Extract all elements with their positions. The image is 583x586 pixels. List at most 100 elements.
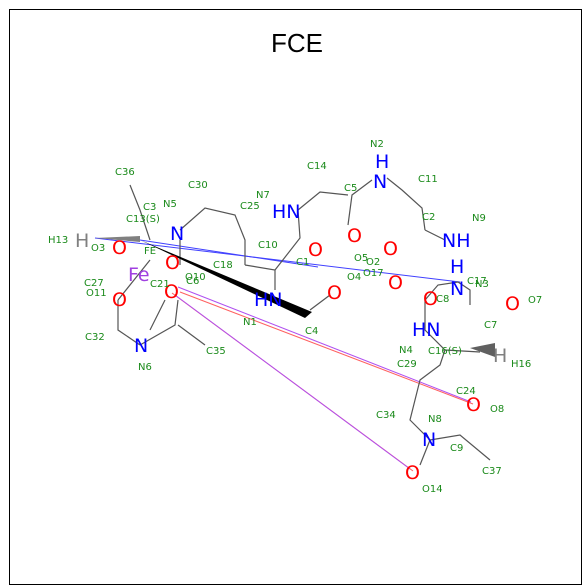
- oxygen-atom: O: [165, 252, 180, 274]
- bond: [139, 299, 179, 346]
- atom-label-c3: C3: [143, 202, 156, 213]
- bond: [386, 177, 426, 231]
- contact-line: [177, 286, 472, 403]
- atom-label-n4: N4: [399, 345, 413, 356]
- oxygen-atom: O: [388, 272, 403, 294]
- bond: [297, 191, 349, 211]
- diagram-frame: [9, 9, 582, 585]
- contact-line: [174, 294, 411, 470]
- bond: [347, 179, 373, 226]
- atom-label-n1: N1: [243, 317, 257, 328]
- nh-group: HN: [412, 319, 441, 341]
- hydrogen-atom: H: [75, 230, 89, 252]
- nitrogen-atom: N: [422, 429, 436, 451]
- nh-group: NH: [442, 230, 471, 252]
- atom-label-c36: C36: [115, 167, 135, 178]
- nitrogen-atom: N: [450, 278, 464, 300]
- oxygen-atom: O: [466, 394, 481, 416]
- atom-label-c25: C25: [240, 201, 260, 212]
- atom-label-o7: O7: [528, 295, 542, 306]
- atom-label-c37: C37: [482, 466, 502, 477]
- atom-label-n3: N3: [475, 279, 489, 290]
- atom-label-c9: C9: [450, 443, 463, 454]
- nitrogen-atom: N: [134, 335, 148, 357]
- bond: [424, 300, 481, 353]
- atom-label-c34: C34: [376, 410, 396, 421]
- atom-label-c7: C7: [484, 320, 497, 331]
- bond: [424, 229, 446, 241]
- bond: [274, 209, 301, 271]
- atom-label-o3: O3: [91, 243, 105, 254]
- atom-label-c17: C17: [467, 276, 487, 287]
- atom-label-c14: C14: [307, 161, 327, 172]
- diagram-title: FCE: [271, 28, 323, 58]
- oxygen-atom: O: [505, 293, 520, 315]
- atom-label-c24: C24: [456, 386, 476, 397]
- atom-label-o11: O11: [86, 288, 107, 299]
- atom-label-c21: C21: [150, 279, 170, 290]
- atom-label-c6: C6: [186, 276, 199, 287]
- oxygen-atom: O: [405, 462, 420, 484]
- atom-label-o4: O4: [347, 272, 361, 283]
- oxygen-atom: O: [383, 238, 398, 260]
- hydrogen-atom: H: [375, 151, 389, 173]
- atom-label-h13: H13: [48, 235, 68, 246]
- bond: [117, 259, 151, 301]
- contact-line: [179, 291, 474, 405]
- atom-label-c35: C35: [206, 346, 226, 357]
- nitrogen-atom: N: [373, 171, 387, 193]
- oxygen-atom: O: [327, 282, 342, 304]
- bond: [424, 281, 471, 305]
- atom-label-c11: C11: [418, 174, 438, 185]
- atom-label-o10: O10: [185, 272, 206, 283]
- atom-label-o14: O14: [422, 484, 443, 495]
- hydrogen-atom: H: [450, 256, 464, 278]
- atom-symbols: N H O O NH HN O N H O O Fe O O HN O O N …: [75, 151, 520, 484]
- oxygen-atom: O: [308, 239, 323, 261]
- contact-lines: [94, 237, 474, 472]
- nitrogen-atom: N: [170, 223, 184, 245]
- wedge-bond-h16: [470, 343, 495, 357]
- wedge-bond: [140, 240, 312, 318]
- atom-label-c8: C8: [436, 294, 449, 305]
- atom-label-n8: N8: [428, 414, 442, 425]
- bond: [177, 324, 206, 346]
- bonds: [117, 177, 491, 466]
- atom-label-n5: N5: [163, 199, 177, 210]
- bond: [244, 264, 276, 290]
- oxygen-atom: O: [112, 289, 127, 311]
- wedge-bond-h13: [95, 236, 140, 242]
- bond: [309, 294, 331, 311]
- atom-label-fe: FE: [144, 246, 156, 257]
- bond: [419, 439, 431, 466]
- atom-label-c5: C5: [344, 183, 357, 194]
- atom-label-c32: C32: [85, 332, 105, 343]
- atom-label-o5: O5: [354, 253, 368, 264]
- atom-label-n6: N6: [138, 362, 152, 373]
- atom-label-c1: C1: [296, 257, 309, 268]
- atom-label-n9: N9: [472, 213, 486, 224]
- bond: [117, 300, 141, 346]
- oxygen-atom: O: [347, 225, 362, 247]
- contact-line: [94, 237, 461, 283]
- atom-label-h16: H16: [511, 359, 531, 370]
- atom-label-c27: C27: [84, 278, 104, 289]
- bond: [179, 207, 246, 265]
- bond: [409, 349, 446, 441]
- oxygen-atom: O: [423, 288, 438, 310]
- bond: [429, 434, 491, 461]
- atom-label-o17: O17: [363, 268, 384, 279]
- contact-line: [139, 239, 319, 268]
- atom-label-n7: N7: [256, 190, 270, 201]
- oxygen-atom: O: [112, 237, 127, 259]
- bond: [149, 299, 166, 331]
- atom-label-o2: O2: [366, 257, 380, 268]
- nh-group: HN: [254, 289, 283, 311]
- bond: [129, 184, 151, 241]
- atom-label-c16s: C16(S): [428, 346, 462, 357]
- atom-label-c4: C4: [305, 326, 318, 337]
- oxygen-atom: O: [164, 281, 179, 303]
- atom-label-c29: C29: [397, 359, 417, 370]
